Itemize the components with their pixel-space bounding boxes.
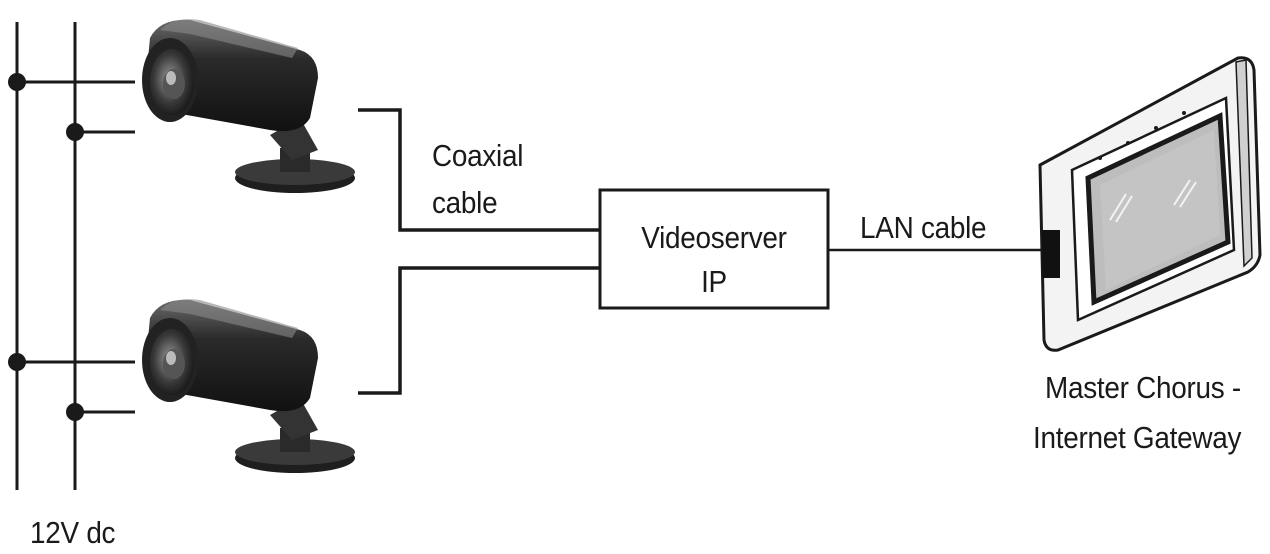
power-supply-label: 12V dc (30, 515, 116, 550)
camera-bottom-icon (142, 299, 355, 473)
videoserver-label-line2: IP (701, 264, 727, 299)
coaxial-cables (358, 108, 600, 395)
junction-dot (66, 403, 84, 421)
coax-cable-top (358, 108, 600, 232)
coaxial-cable-label-line2: cable (432, 185, 498, 220)
gateway-panel-icon (1038, 56, 1262, 352)
junction-dot (66, 123, 84, 141)
coaxial-cable-label-line1: Coaxial (432, 138, 524, 173)
junction-dot (8, 353, 26, 371)
coax-cable-bottom (358, 266, 600, 395)
gateway-label-line2: Internet Gateway (1033, 420, 1242, 455)
camera-top-icon (142, 19, 355, 193)
gateway-label-line1: Master Chorus - (1045, 370, 1241, 405)
junction-dot (8, 73, 26, 91)
videoserver-label-line1: Videoserver (641, 220, 787, 255)
bus-junctions (8, 73, 84, 421)
lan-cable-label: LAN cable (860, 210, 987, 245)
